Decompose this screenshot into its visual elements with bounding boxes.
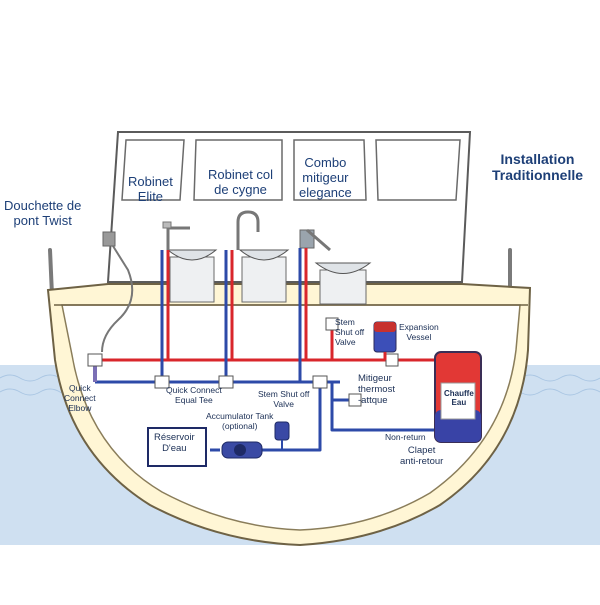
deck-railings — [48, 248, 512, 297]
water-heater-shape — [434, 351, 482, 443]
faucet-gooseneck — [236, 210, 260, 250]
label-douchette: Douchette de pont Twist — [4, 198, 82, 228]
sink-2 — [238, 249, 290, 303]
sink-1 — [166, 249, 218, 303]
label-robinet-elite: Robinet Elite — [128, 174, 173, 204]
label-clapet: Clapet anti-retour — [400, 445, 444, 467]
expansion-vessel-shape — [373, 321, 397, 360]
label-stem-mid: Stem Shut off Valve — [258, 389, 310, 409]
label-quick-tee: Quick Connect Equal Tee — [166, 385, 222, 405]
label-mitigeur: Mitigeur thermost -attque — [358, 373, 395, 406]
pump-shape — [221, 441, 263, 459]
label-reservoir: Réservoir D'eau — [154, 432, 195, 454]
faucet-elite — [162, 221, 190, 250]
label-chauffe-eau: Chauffe Eau — [444, 389, 474, 408]
label-robinet-col: Robinet col de cygne — [208, 167, 274, 197]
hot-water-pipes — [95, 248, 470, 362]
label-non-return: Non-return — [385, 432, 426, 442]
cabin-window-3 — [293, 139, 367, 201]
reservoir-shape — [147, 427, 207, 467]
sink-3 — [314, 262, 372, 305]
diagram-title: Installation Traditionnelle — [492, 151, 584, 184]
label-expansion: Expansion Vessel — [399, 322, 439, 342]
label-combo: Combo mitigeur elegance — [299, 155, 352, 200]
label-quick-elbow: Quick Connect Elbow — [64, 383, 96, 413]
label-accumulator: Accumulator Tank (optional) — [206, 411, 274, 431]
faucet-combo — [299, 228, 331, 252]
fittings — [87, 317, 399, 407]
cabin-window-4 — [375, 139, 461, 201]
label-stem-top: Stem Shut off Valve — [335, 317, 365, 347]
accumulator-tank-shape — [274, 421, 290, 450]
cabin-window-2 — [193, 139, 283, 201]
deck-shower — [101, 231, 134, 353]
cabin-window-1 — [121, 139, 185, 201]
